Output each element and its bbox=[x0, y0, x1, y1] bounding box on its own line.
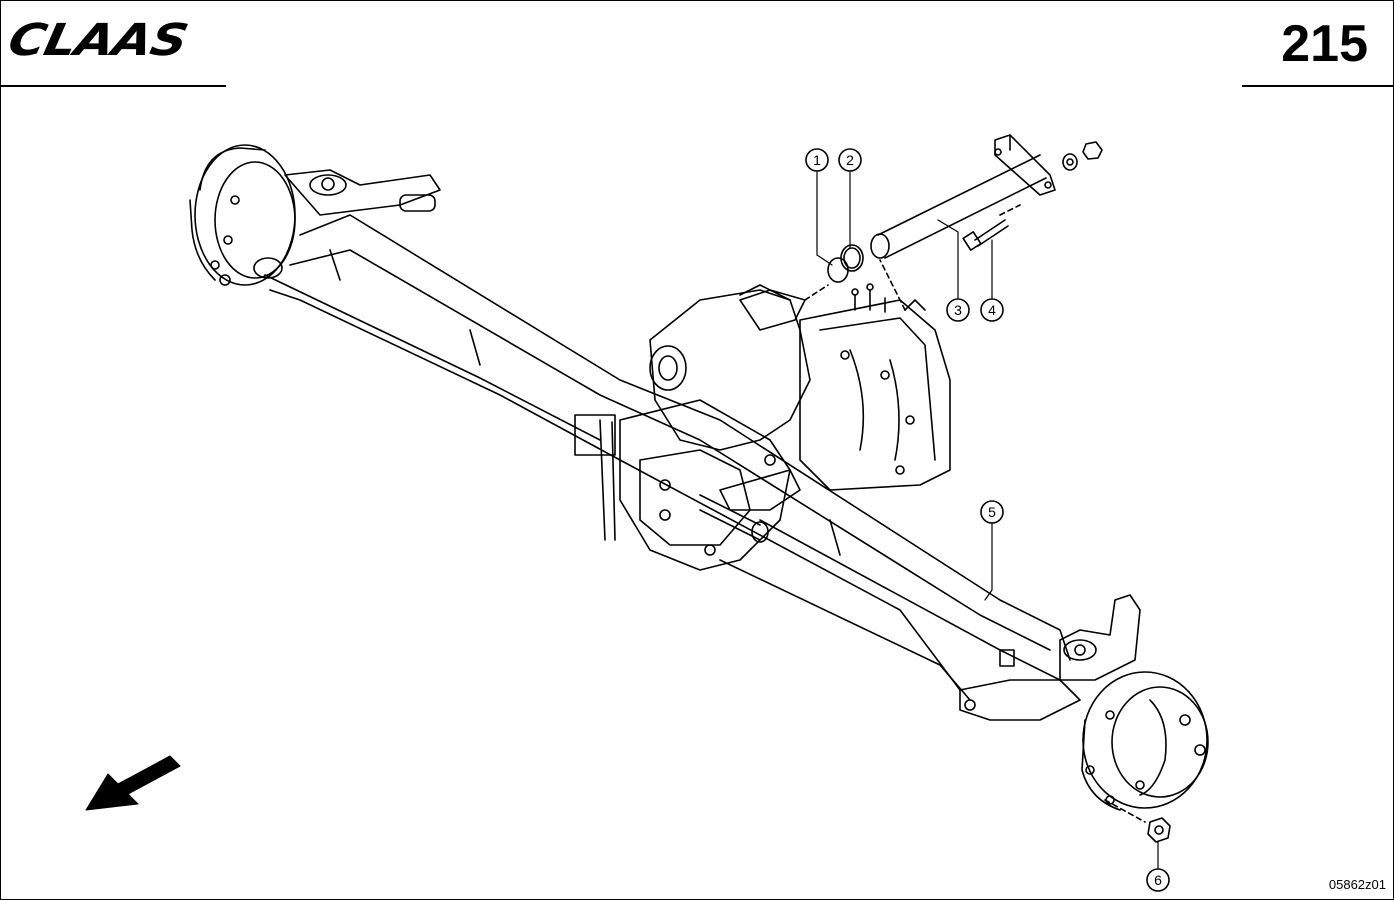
callout-2: 2 bbox=[838, 148, 862, 172]
exploded-parts bbox=[804, 134, 1171, 843]
left-wheel-hub bbox=[189, 144, 441, 286]
wheel-nut-part-6 bbox=[1147, 817, 1171, 843]
axle-beam bbox=[264, 214, 1071, 701]
callout-6: 6 bbox=[1146, 868, 1170, 892]
svg-text:1: 1 bbox=[813, 152, 821, 168]
callout-1: 1 bbox=[805, 148, 829, 172]
callout-3: 3 bbox=[946, 298, 970, 322]
svg-text:4: 4 bbox=[988, 302, 996, 318]
seal-ring-part-2 bbox=[840, 244, 864, 272]
differential-housing bbox=[574, 283, 951, 571]
callout-leaders bbox=[816, 171, 1159, 869]
right-wheel-hub bbox=[959, 594, 1209, 811]
pivot-pin-part-3 bbox=[870, 134, 1056, 259]
nut bbox=[1082, 141, 1103, 160]
drawing-code: 05862z01 bbox=[1328, 877, 1386, 892]
callout-4: 4 bbox=[980, 298, 1004, 322]
page-number: 215 bbox=[1281, 15, 1368, 73]
svg-text:3: 3 bbox=[954, 302, 962, 318]
washer bbox=[1062, 153, 1078, 171]
logo-rule bbox=[0, 85, 226, 87]
direction-arrow-icon bbox=[85, 755, 181, 811]
bolt-part-4 bbox=[962, 219, 1009, 251]
page-number-rule bbox=[1242, 85, 1394, 87]
callout-5: 5 bbox=[980, 500, 1004, 524]
svg-text:5: 5 bbox=[988, 504, 996, 520]
svg-text:6: 6 bbox=[1154, 872, 1162, 888]
svg-text:2: 2 bbox=[846, 152, 854, 168]
